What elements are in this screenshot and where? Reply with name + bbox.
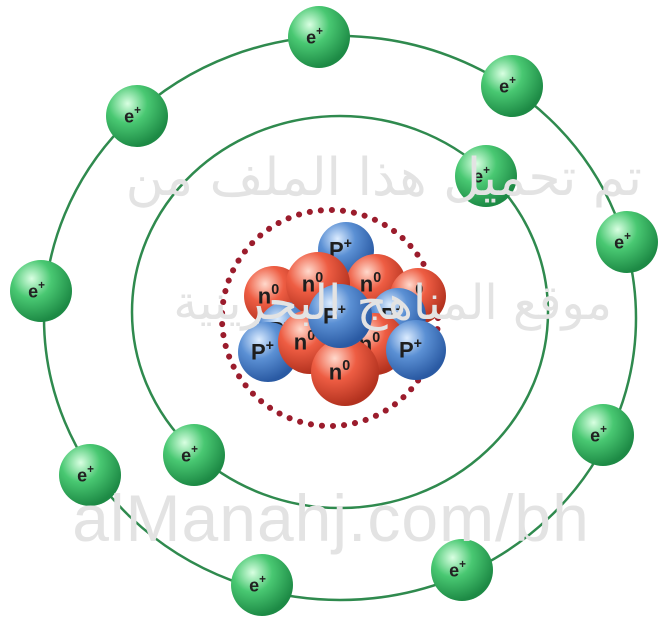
electron-9: e+: [59, 444, 121, 506]
electron-11: e+: [231, 554, 293, 616]
electron-6: e+: [10, 260, 72, 322]
electron-5: e+: [596, 211, 658, 273]
electron-2: e+: [481, 55, 543, 117]
electron-10: e+: [431, 539, 493, 601]
proton-11: P+: [386, 320, 446, 380]
electron-7: e+: [572, 404, 634, 466]
proton-13: P+: [308, 284, 372, 348]
electron-1: e+: [288, 6, 350, 68]
electron-4: e+: [455, 145, 517, 207]
electron-8: e+: [163, 424, 225, 486]
neutron-12: n0: [311, 338, 379, 406]
electron-3: e+: [106, 85, 168, 147]
